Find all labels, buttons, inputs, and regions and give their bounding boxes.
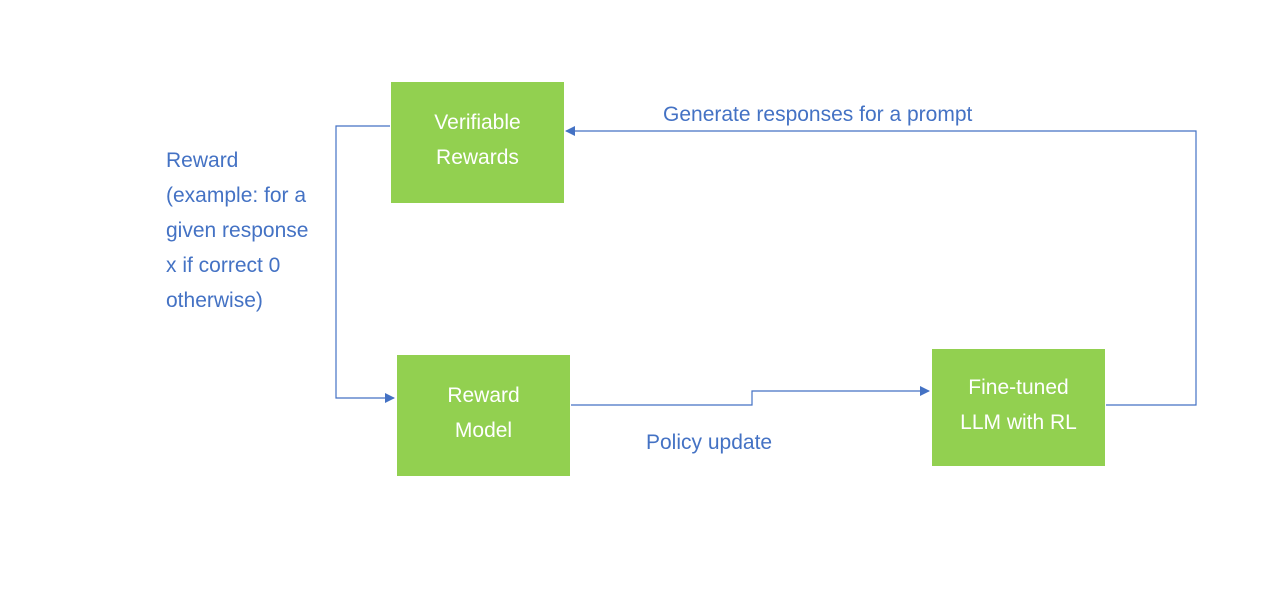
reward-label-line: (example: for a <box>166 184 307 207</box>
reward-label-line: given response <box>166 219 309 242</box>
reward-description-label: Reward (example: for a given response x … <box>166 143 308 318</box>
generate-responses-label: Generate responses for a prompt <box>663 103 973 126</box>
verifiable-rewards-node: Verifiable Rewards <box>391 82 564 203</box>
reward-label-line: Reward <box>166 149 239 172</box>
connector-policy-update <box>571 386 930 406</box>
reward-model-line1: Reward <box>447 383 520 407</box>
reward-model-node: Reward Model <box>397 355 570 476</box>
finetuned-llm-line2: LLM with RL <box>960 410 1077 434</box>
verifiable-rewards-line2: Rewards <box>436 145 519 169</box>
policy-update-label: Policy update <box>646 431 773 454</box>
finetuned-llm-node: Fine-tuned LLM with RL <box>932 349 1105 466</box>
connector-generate-responses <box>565 126 1197 406</box>
reward-label-line: otherwise) <box>166 289 263 312</box>
connector-reward <box>335 125 395 403</box>
verifiable-rewards-line1: Verifiable <box>434 110 521 134</box>
reward-model-line2: Model <box>454 418 513 442</box>
reward-label-line: x if correct 0 <box>166 254 281 277</box>
finetuned-llm-line1: Fine-tuned <box>968 375 1069 399</box>
